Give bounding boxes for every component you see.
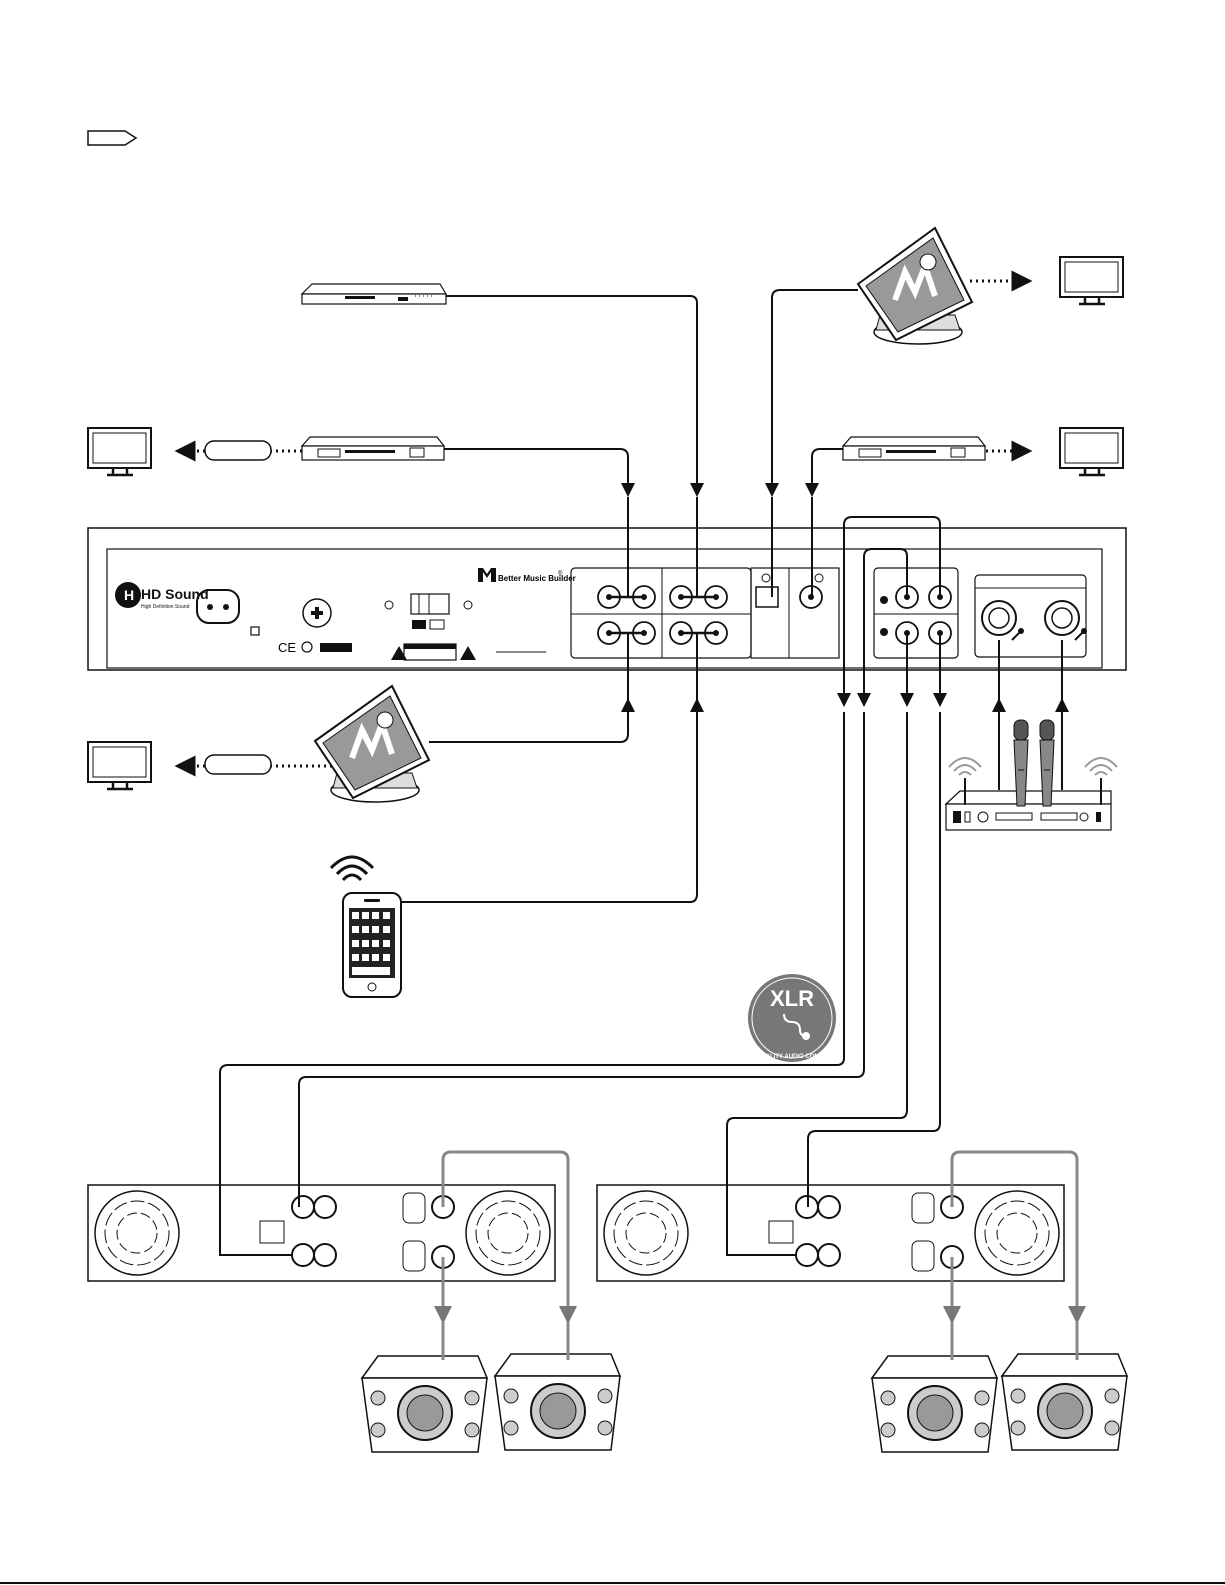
wifi-icon [331,857,373,880]
speaker-icon [1002,1354,1127,1450]
svg-text:HD Sound: HD Sound [141,586,209,602]
dvd-player-icon [302,284,446,304]
wifi-icon [949,758,1117,775]
video-links [185,281,1022,766]
smartphone-icon [343,893,401,997]
speaker-icon [872,1356,997,1452]
karaoke-player-left-icon [302,437,444,460]
tv-icon [1060,257,1123,304]
power-amplifier-icon [597,1185,1064,1281]
legend-arrow-icon [88,131,136,145]
touchscreen-monitor-icon [315,686,429,802]
converter-box [205,755,271,774]
tv-icon [1060,428,1123,475]
microphone-icon [1040,720,1054,806]
svg-text:H: H [124,587,134,603]
ce-mark: CE [278,640,296,655]
svg-text:High Definition Sound: High Definition Sound [141,604,190,610]
wireless-mic-receiver-icon [946,778,1111,830]
main-unit-rear-panel: H HD Sound High Definition Sound CE [88,528,1126,670]
tv-icon [88,428,151,475]
karaoke-player-right-icon [843,437,985,460]
speaker-icon [362,1356,487,1452]
microphone-icon [1014,720,1028,806]
converter-box [205,441,271,460]
tv-icon [88,742,151,789]
power-amplifier-icon [88,1185,555,1281]
svg-text:XLR: XLR [770,986,814,1011]
svg-text:®: ® [558,570,563,577]
xlr-badge-icon: XLR HIGH QUALITY AUDIO CONNECTOR [740,974,845,1062]
svg-text:Better Music Builder: Better Music Builder [498,574,576,583]
touchscreen-monitor-icon [858,228,972,344]
speaker-icon [495,1354,620,1450]
svg-text:HIGH QUALITY AUDIO CONNECTOR: HIGH QUALITY AUDIO CONNECTOR [740,1054,845,1060]
